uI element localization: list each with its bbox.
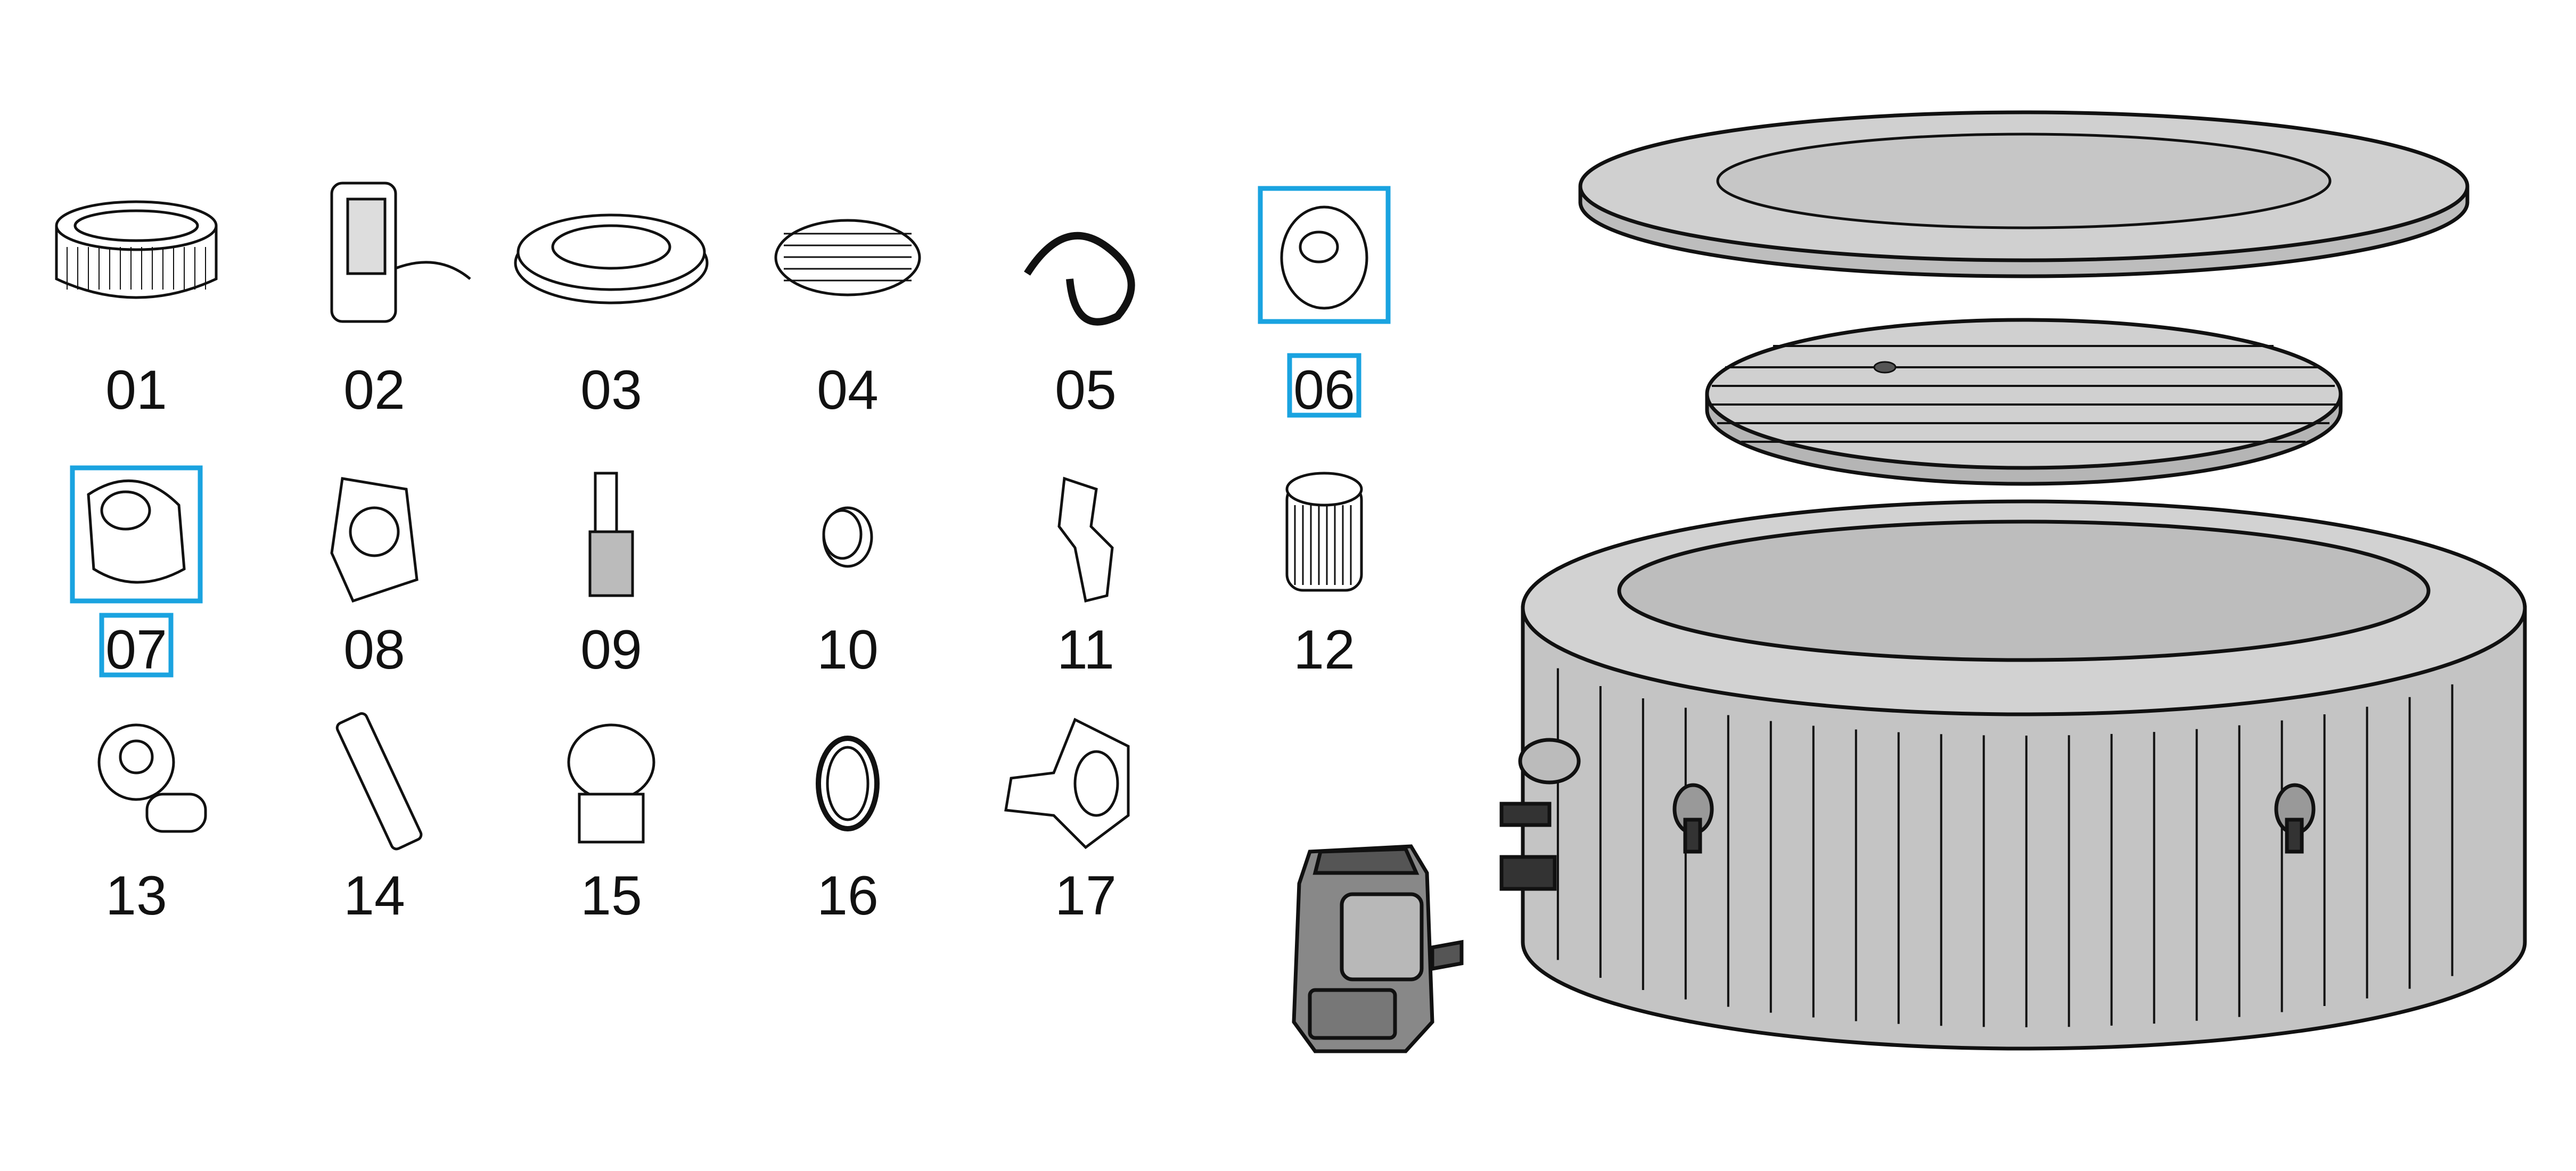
filter-cartridge-icon xyxy=(1285,472,1363,592)
part-number-label: 16 xyxy=(817,865,879,927)
spa-assembly xyxy=(1292,110,2527,1053)
handle-right xyxy=(2274,783,2316,854)
part-item[interactable]: 08 xyxy=(330,477,419,681)
part-number-label: 12 xyxy=(1293,619,1355,681)
valve-adapter-icon xyxy=(567,723,655,844)
highlight-box-image xyxy=(1258,186,1391,324)
inflation-valve-icon xyxy=(1004,718,1130,850)
highlight-box-label xyxy=(1287,353,1361,418)
pump-unit-icon xyxy=(330,182,471,323)
part-number-label: 01 xyxy=(105,359,167,421)
part-item[interactable]: 12 xyxy=(1285,472,1363,681)
part-number-label: 02 xyxy=(343,359,405,421)
part-item[interactable]: 15 xyxy=(567,723,655,927)
part-item[interactable]: 05 xyxy=(1024,232,1135,421)
part-number-label: 06 xyxy=(1293,359,1355,421)
part-item[interactable]: 02 xyxy=(330,182,471,421)
part-item[interactable]: 03 xyxy=(514,213,709,421)
spa-cover-ring-icon xyxy=(514,213,709,304)
strainer-cap-icon xyxy=(1280,205,1368,310)
part-number-label: 17 xyxy=(1055,865,1117,927)
connector-nut-icon xyxy=(330,477,419,603)
highlight-box-image xyxy=(70,465,203,604)
spa-tub xyxy=(1499,499,2527,1051)
tub-connectors xyxy=(1499,738,1581,891)
part-item[interactable]: 14 xyxy=(335,712,423,927)
air-hose-icon xyxy=(1024,232,1135,326)
part-number-label: 08 xyxy=(343,619,405,681)
o-ring-icon xyxy=(816,736,880,831)
part-item[interactable]: 04 xyxy=(774,219,921,421)
part-item[interactable]: 11 xyxy=(1057,476,1114,681)
part-item[interactable]: 13 xyxy=(97,723,207,927)
highlight-box-label xyxy=(99,613,174,678)
part-number-label: 09 xyxy=(580,619,642,681)
part-item[interactable]: 10 xyxy=(817,506,879,681)
part-item[interactable]: 17 xyxy=(1004,718,1130,927)
filter-housing-icon xyxy=(55,200,218,299)
part-item[interactable]: 06 xyxy=(1258,186,1391,421)
part-number-label: 10 xyxy=(817,619,879,681)
part-number-label: 15 xyxy=(580,865,642,927)
part-number-label: 03 xyxy=(580,359,642,421)
part-number-label: 11 xyxy=(1057,619,1114,681)
drain-cap-icon xyxy=(822,506,873,568)
inflatable-lid xyxy=(1705,318,2343,486)
spa-cover xyxy=(1578,110,2470,278)
parts-grid: 01 02 03 04 05 06 07 08 09 10 11 12 13 14 15 16 17 xyxy=(55,182,1391,927)
part-item[interactable]: 16 xyxy=(816,736,880,927)
part-item[interactable]: 09 xyxy=(580,472,642,681)
part-number-label: 13 xyxy=(105,865,167,927)
strainer-grid-icon xyxy=(87,479,186,584)
hose-connector-icon xyxy=(335,712,423,851)
hose-adapter-icon xyxy=(588,472,634,597)
inflatable-lid-icon xyxy=(774,219,921,296)
part-item[interactable]: 01 xyxy=(55,200,218,421)
part-number-label: 05 xyxy=(1055,359,1117,421)
part-number-label: 04 xyxy=(817,359,879,421)
part-item[interactable]: 07 xyxy=(70,465,203,681)
buckle-icon xyxy=(1057,476,1114,603)
part-number-label: 14 xyxy=(343,865,405,927)
drain-valve-icon xyxy=(97,723,207,833)
part-number-label: 07 xyxy=(105,619,167,681)
handle-left xyxy=(1672,783,1714,854)
pump-unit xyxy=(1292,844,1464,1053)
